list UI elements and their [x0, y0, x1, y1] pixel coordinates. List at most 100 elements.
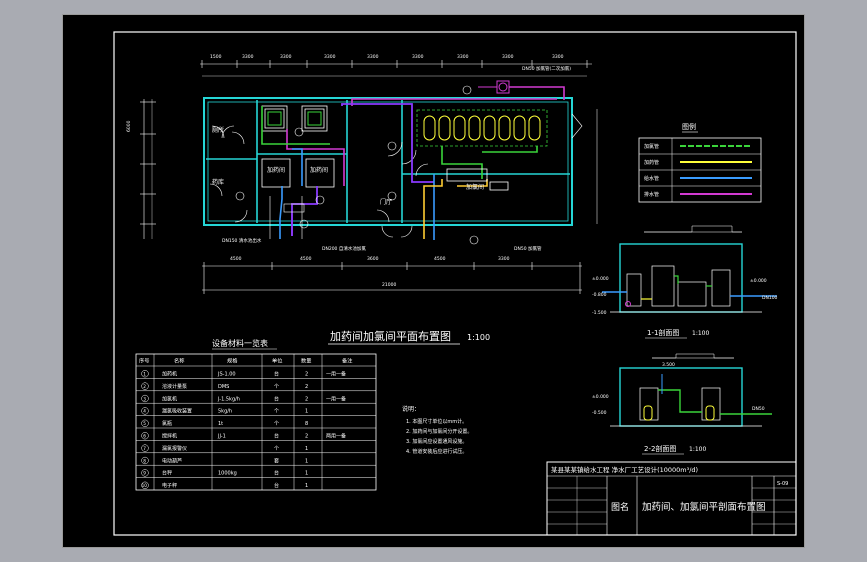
section-1-title: 1-1剖面图 [647, 328, 679, 337]
svg-text:±0.000: ±0.000 [592, 276, 609, 282]
svg-text:±0.000: ±0.000 [592, 394, 609, 400]
title-block-project: 某县某某镇给水工程 净水厂工艺设计(10000m³/d) [551, 465, 698, 474]
title-block-sheet-no: S-09 [777, 481, 788, 487]
table-header-spec: 规格 [227, 357, 238, 365]
table-cell-qty: 2 [305, 372, 308, 378]
legend-title: 图例 [682, 122, 696, 131]
table-cell-spec: 1t [218, 421, 223, 427]
inner-frame [113, 31, 797, 536]
table-cell-unit: 个 [274, 409, 279, 415]
room-label-storage: 药库 [212, 178, 224, 186]
svg-text:-1.500: -1.500 [592, 310, 607, 316]
table-cell-no: 2 [143, 384, 146, 389]
svg-text:3300: 3300 [457, 54, 469, 60]
svg-text:-0.500: -0.500 [592, 410, 607, 416]
row-number-circle [141, 444, 149, 452]
row-number-circle [141, 419, 149, 427]
notes: 说明： 1. 本图尺寸单位以mm计。 2. 加药间与加氯间分开设置。 3. 加氯… [402, 405, 472, 455]
svg-text:4500: 4500 [434, 256, 446, 262]
table-cell-qty: 2 [305, 434, 308, 440]
row-number-circle [141, 432, 149, 440]
svg-text:1500: 1500 [210, 54, 222, 60]
outer-frame [62, 14, 805, 548]
table-cell-name: 台秤 [162, 470, 172, 477]
room-label-dosing-1: 加药间 [267, 166, 285, 174]
notes-line-2: 2. 加药间与加氯间分开设置。 [406, 428, 472, 435]
title-block-drawing-name: 加药间、加氯间平剖面布置图 [642, 501, 766, 513]
svg-text:3300: 3300 [280, 54, 292, 60]
svg-text:3300: 3300 [412, 54, 424, 60]
svg-text:3.500: 3.500 [662, 362, 675, 368]
room-label-hall: 门厅 [380, 198, 392, 206]
table-header-note: 备注 [342, 357, 352, 365]
svg-text:3300: 3300 [502, 54, 514, 60]
title-block-label: 图名 [611, 501, 629, 513]
table-cell-no: 1 [143, 372, 146, 377]
table-cell-no: 8 [143, 458, 146, 463]
table-cell-spec: 5kg/h [218, 409, 232, 415]
table-cell-name: 加药机 [162, 371, 177, 378]
table-cell-note: 一用一备 [326, 395, 346, 402]
svg-text:3300: 3300 [324, 54, 336, 60]
table-cell-spec: JJ-1 [217, 434, 226, 440]
table-cell-no: 3 [143, 396, 146, 401]
table-cell-qty: 2 [305, 396, 308, 402]
notes-line-3: 3. 加氯间应设置通风设施。 [406, 438, 467, 445]
svg-text:DN50: DN50 [752, 406, 765, 412]
plan-title: 加药间加氯间平面布置图 [330, 329, 451, 343]
table-cell-spec: 1000kg [218, 471, 237, 477]
table-cell-note: 两用一备 [326, 433, 346, 440]
table-cell-qty: 1 [305, 483, 308, 489]
svg-text:6000: 6000 [126, 120, 132, 132]
table-cell-unit: 个 [274, 421, 279, 427]
table-cell-no: 9 [143, 471, 146, 476]
table-cell-spec: DMS [218, 384, 229, 390]
legend: 图例 加氯管 加药管 给水管 排水管 [638, 122, 762, 203]
table-cell-spec: J-1.5kg/h [217, 396, 240, 402]
row-number-circle [141, 469, 149, 477]
table-cell-name: 电子秤 [162, 482, 177, 489]
table-cell-unit: 台 [274, 371, 279, 378]
svg-text:±0.000: ±0.000 [750, 278, 767, 284]
row-number-circle [141, 456, 149, 465]
row-number-circle [141, 481, 149, 489]
table-cell-unit: 台 [274, 433, 279, 440]
svg-text:DN100: DN100 [762, 295, 778, 301]
legend-label-drain: 排水管 [644, 191, 659, 198]
svg-text:DN150 清水池出水: DN150 清水池出水 [222, 237, 262, 244]
svg-text:21000: 21000 [382, 282, 396, 288]
table-cell-unit: 台 [274, 395, 279, 402]
svg-text:3600: 3600 [367, 256, 379, 262]
table-cell-qty: 8 [305, 421, 308, 427]
table-cell-qty: 1 [305, 471, 308, 477]
table-cell-name: 氯瓶 [162, 420, 172, 427]
table-header-unit: 单位 [272, 357, 282, 365]
table-header-qty: 数量 [301, 357, 311, 365]
table-cell-unit: 套 [274, 457, 279, 464]
table-cell-name: 加氯机 [162, 395, 177, 402]
table-cell-note: 一用一备 [326, 371, 346, 378]
legend-label-water: 给水管 [644, 175, 659, 182]
notes-line-4: 4. 管道安装后应进行试压。 [406, 448, 467, 455]
svg-text:4500: 4500 [300, 256, 312, 262]
table-cell-no: 10 [142, 483, 148, 488]
table-cell-name: 漏氯报警仪 [162, 445, 187, 452]
section-1-scale: 1:100 [692, 330, 709, 337]
svg-text:DN200 自清水池加氯: DN200 自清水池加氯 [322, 245, 366, 252]
row-number-circle [141, 407, 149, 415]
equipment-table-title: 设备材料一览表 [212, 338, 268, 348]
svg-text:3300: 3300 [242, 54, 254, 60]
room-label-dosing-2: 加药间 [310, 166, 328, 174]
table-cell-unit: 个 [274, 384, 279, 390]
svg-text:3300: 3300 [552, 54, 564, 60]
svg-text:-0.800: -0.800 [592, 292, 607, 298]
row-number-circle [141, 394, 149, 403]
notes-line-1: 1. 本图尺寸单位以mm计。 [406, 418, 467, 425]
notes-title: 说明： [402, 405, 420, 413]
table-header-name: 名称 [174, 357, 184, 365]
row-number-circle [141, 370, 149, 378]
